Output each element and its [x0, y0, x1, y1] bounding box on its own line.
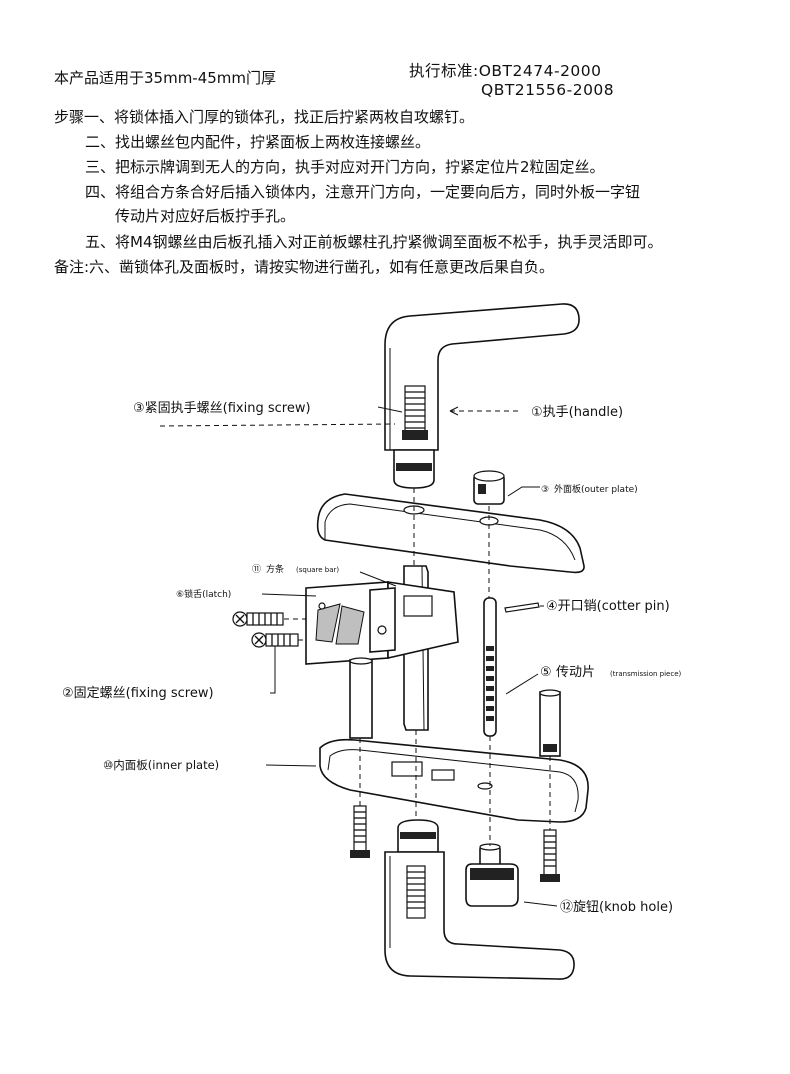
bottom-screw-right — [540, 829, 560, 882]
label-handle: ①执手(handle) — [531, 405, 623, 420]
applicable-thickness: 本产品适用于35mm-45mm门厚 — [54, 69, 277, 87]
leader-knob — [523, 901, 558, 907]
handle-spindle-top — [393, 449, 435, 489]
standard-label: 执行标准:OBT2474-2000 — [409, 62, 602, 80]
step-1: 步骤一、将锁体插入门厚的锁体孔，找正后拧紧两枚自攻螺钉。 — [54, 108, 475, 126]
step-5: 五、将M4钢螺丝由后板孔插入对正前板螺柱孔拧紧微调至面板不松手，执手灵活即可。 — [85, 233, 663, 251]
leader-square-bar — [359, 571, 397, 587]
standard-second: QBT21556-2008 — [481, 81, 615, 99]
step-3: 三、把标示牌调到无人的方向，执手对应对开门方向，拧紧定位片2粒固定丝。 — [85, 158, 605, 176]
label-transmission-cn: 传动片 — [556, 665, 595, 680]
label-fixing-screw-top: ③紧固执手螺丝(fixing screw) — [133, 401, 311, 416]
outer-plate — [316, 493, 585, 574]
left-fixing-screws — [232, 611, 299, 648]
label-inner-plate: ⑩内面板(inner plate) — [103, 758, 219, 772]
bottom-fixing-screw — [406, 865, 426, 919]
leader-inner-plate — [265, 764, 317, 767]
leader-fixing-screw-left — [270, 646, 276, 694]
label-fixing-screw-left: ②固定螺丝(fixing screw) — [62, 686, 214, 701]
inner-handle — [384, 851, 575, 980]
label-transmission-en: (transmission piece) — [610, 670, 682, 678]
leader-outer-plate — [507, 486, 540, 497]
handle-spindle-bottom — [397, 819, 439, 853]
label-latch: ⑥锁舌(latch) — [176, 588, 231, 600]
leader-transmission — [505, 673, 539, 695]
step-4: 四、将组合方条合好后插入锁体内，注意开门方向，一定要向后方，同时外板一字钮 — [85, 183, 641, 201]
step-4-continued: 传动片对应好后板拧手孔。 — [115, 207, 296, 225]
label-transmission-num: ⑤ — [540, 665, 552, 680]
step-2: 二、找出螺丝包内配件，拧紧面板上两枚连接螺丝。 — [85, 133, 431, 151]
leader-handle-arrow — [449, 406, 459, 416]
top-fixing-screw — [402, 385, 428, 440]
label-outer-plate-num: ③ — [541, 485, 549, 495]
bottom-screw-left — [350, 805, 370, 858]
leader-latch — [261, 593, 317, 597]
inner-plate — [319, 738, 589, 823]
knob-cylinder — [473, 470, 505, 505]
latch — [305, 581, 459, 665]
note-6: 备注:六、凿锁体孔及面板时，请按实物进行凿孔，如有任意更改后果自负。 — [54, 258, 555, 276]
pillar-right — [539, 689, 561, 757]
label-knob: ⑫旋钮(knob hole) — [560, 900, 673, 915]
outer-handle — [384, 303, 580, 451]
knob — [465, 843, 519, 907]
label-square-bar-cn: 方条 — [266, 563, 284, 575]
label-square-bar-num: ⑪ — [252, 564, 261, 575]
leader-fixing-screw-top — [159, 423, 396, 427]
label-outer-plate: 外面板(outer plate) — [554, 483, 638, 495]
pillar-left — [349, 657, 373, 739]
label-square-bar-en: (square bar) — [296, 566, 339, 574]
cotter-pin — [504, 602, 540, 613]
transmission-piece — [483, 597, 497, 737]
label-cotter-pin: ④开口销(cotter pin) — [546, 599, 670, 614]
leader-fixing-screw-top-arrow — [377, 406, 403, 413]
